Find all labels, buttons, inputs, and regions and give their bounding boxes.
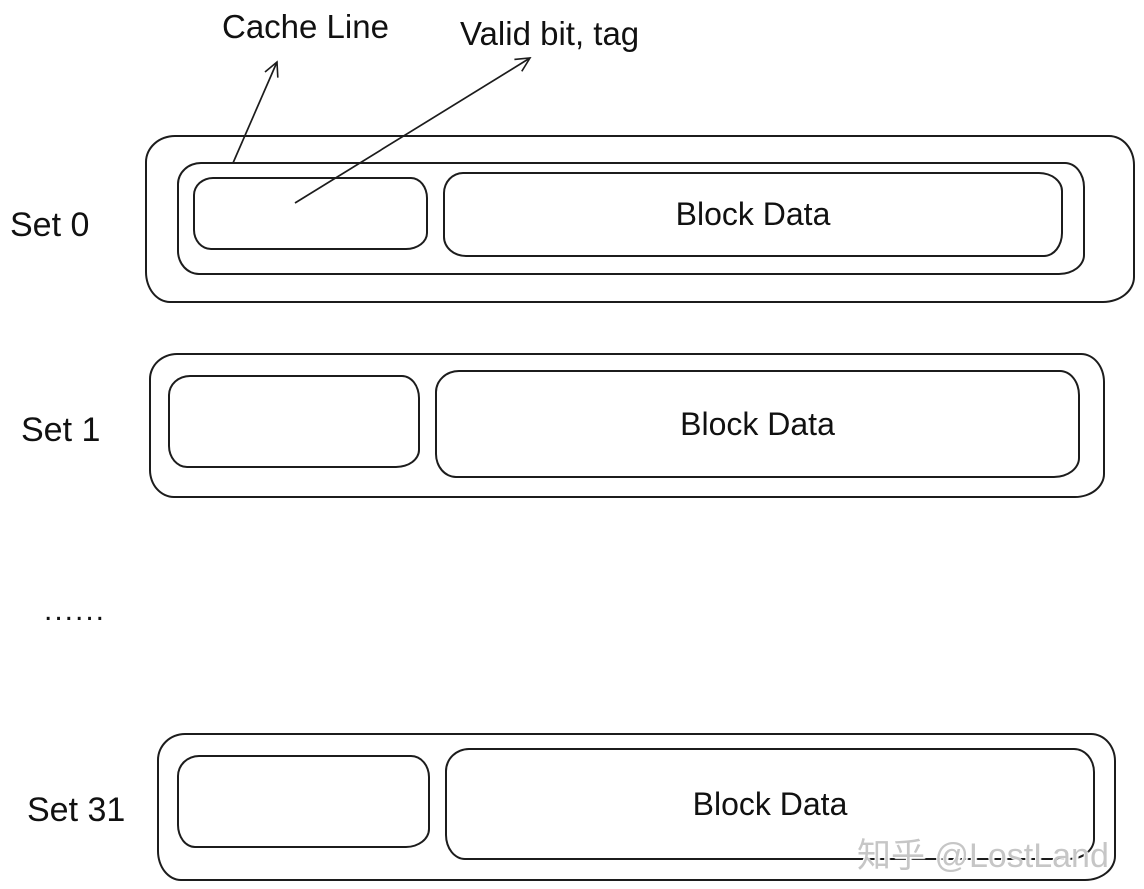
watermark: 知乎 @LostLand — [857, 837, 1109, 875]
continuation-dots: ...... — [44, 594, 107, 627]
set-0-label: Set 0 — [10, 206, 90, 244]
set-0-row: Block Data — [145, 135, 1135, 303]
set-31-row: Block Data — [157, 733, 1116, 881]
valid-bit-tag-label: Valid bit, tag — [460, 15, 640, 52]
set-0-valid-bit-tag-box — [193, 177, 428, 250]
set-31-block-data-box: Block Data — [445, 748, 1095, 860]
set-0-block-data-label: Block Data — [675, 196, 831, 232]
set-0-block-data-box: Block Data — [443, 172, 1063, 257]
set-31-block-data-label: Block Data — [692, 785, 848, 822]
set-1-block-data-label: Block Data — [680, 405, 835, 442]
set-31-valid-bit-tag-box — [177, 755, 430, 848]
set-1-block-data-box: Block Data — [435, 370, 1080, 478]
set-1-label: Set 1 — [21, 411, 101, 449]
set-1-valid-bit-tag-box — [168, 375, 420, 468]
set-31-label: Set 31 — [27, 791, 126, 829]
set-0-cache-line: Block Data — [177, 162, 1085, 275]
cache-line-label: Cache Line — [222, 8, 389, 45]
set-1-row: Block Data — [149, 353, 1105, 498]
